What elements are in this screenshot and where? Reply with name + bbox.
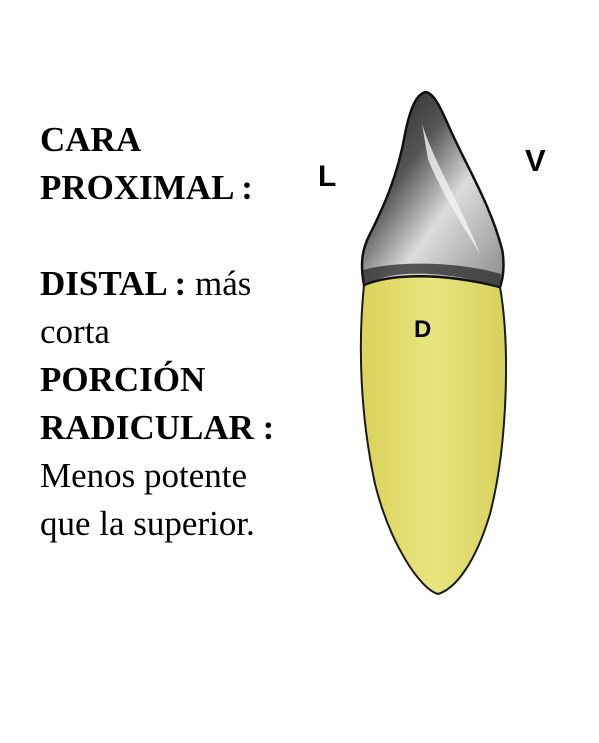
heading-line-2: PROXIMAL : — [40, 168, 253, 207]
crown-highlight — [422, 124, 480, 254]
crown-shape — [360, 90, 505, 289]
radicular-label-2: RADICULAR : — [40, 408, 275, 447]
radicular-label-1: PORCIÓN — [40, 360, 206, 399]
spacer — [40, 212, 340, 260]
distal-line: DISTAL : más — [40, 260, 340, 308]
vestibular-label: V — [525, 143, 546, 178]
radicular-text-1: Menos potente — [40, 456, 248, 495]
distal-label: DISTAL : — [40, 264, 187, 303]
distal-text-b: corta — [40, 312, 110, 351]
heading-line-1: CARA — [40, 120, 142, 159]
root-shape — [359, 275, 507, 596]
radicular-text-2: que la superior. — [40, 504, 255, 543]
description-text: CARA PROXIMAL : DISTAL : más corta PORCI… — [40, 116, 340, 548]
distal-marker: D — [414, 316, 432, 343]
distal-text-a: más — [186, 264, 252, 303]
lingual-label: L — [318, 160, 337, 193]
tooth-icon — [359, 90, 507, 596]
cervical-band — [363, 263, 501, 287]
